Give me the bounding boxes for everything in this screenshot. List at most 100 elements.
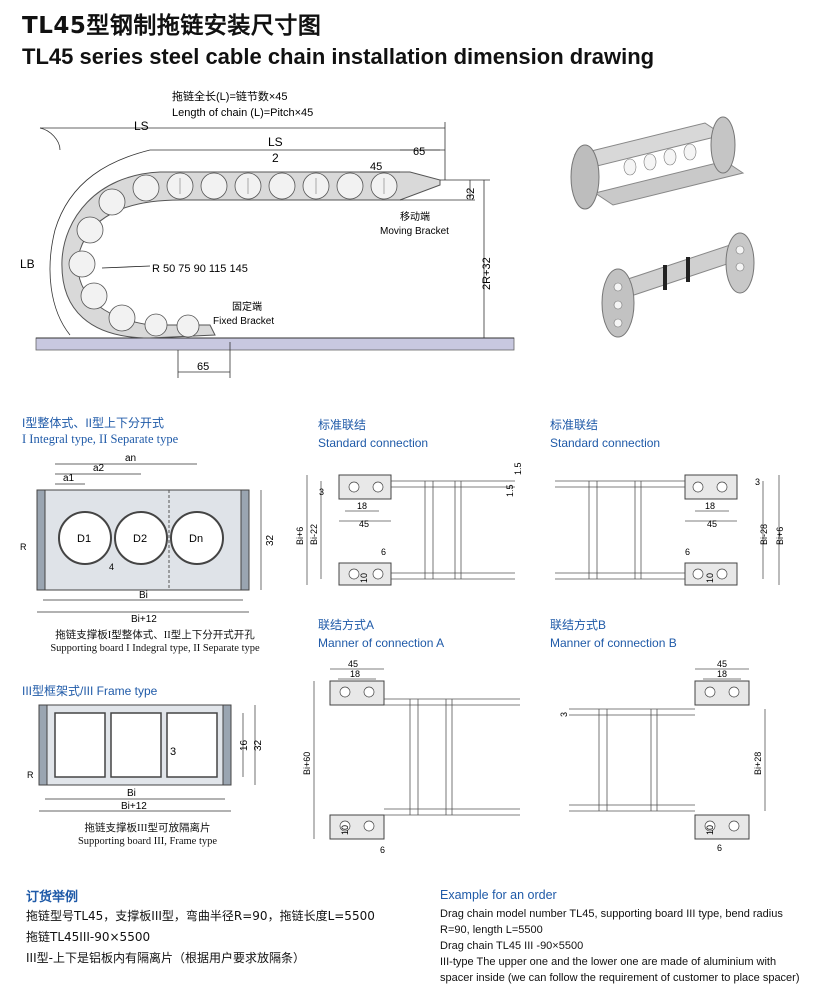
std1-title-en: Standard connection bbox=[318, 436, 429, 450]
section1-caption-cn: 拖链支撑板I型整体式、II型上下分开式开孔 bbox=[55, 630, 255, 641]
bracket-photo-top bbox=[570, 116, 745, 210]
integral-board-drawing: an a2 a1 D1 D2 Dn 4 R 32 Bi Bi+12 bbox=[20, 453, 276, 625]
order-cn-block: 拖链型号TL45，支撑板III型，弯曲半径R=90，拖链长度L=5500 拖链T… bbox=[26, 906, 426, 969]
dim-32-s1: 32 bbox=[265, 534, 276, 546]
std2-drawing: 3 18 45 Bi-28 Bi+6 6 10 bbox=[555, 474, 785, 586]
chain-installation-drawing: 拖链全长(L)=链节数×45 Length of chain (L)=Pitch… bbox=[20, 89, 515, 378]
std1-dim-1-5-a: 1.5 bbox=[513, 462, 523, 475]
order-en-line3: Drag chain TL45 III -90×5500 bbox=[440, 940, 584, 952]
section1-caption-en: Supporting board I Indegral type, II Sep… bbox=[50, 643, 260, 654]
conB-title-en: Manner of connection B bbox=[550, 636, 677, 650]
conB-title-cn: 联结方式B bbox=[550, 618, 607, 632]
ls-half-label: LS bbox=[268, 135, 283, 149]
std1-dim-45: 45 bbox=[359, 519, 369, 529]
std2-dim-10: 10 bbox=[705, 573, 715, 583]
order-en-title: Example for an order bbox=[440, 888, 557, 902]
std1-drawing: 3 1.5 1.5 18 45 Bi+6 Bi-22 6 10 bbox=[295, 462, 523, 586]
fixed-bracket-en: Fixed Bracket bbox=[213, 316, 274, 327]
floor-base bbox=[35, 337, 515, 351]
order-cn-line3: III型-上下是铝板内有隔离片（根据用户要求放隔条） bbox=[26, 951, 305, 965]
section2-caption-cn: 拖链支撑板III型可放隔离片 bbox=[84, 823, 211, 834]
lb-label: LB bbox=[20, 257, 35, 271]
conB-dim-45: 45 bbox=[717, 659, 727, 669]
std1-dim-3: 3 bbox=[319, 487, 324, 497]
conA-bi-plus60: Bi+60 bbox=[302, 752, 312, 775]
radius-leader bbox=[101, 265, 151, 269]
conB-dim-6: 6 bbox=[717, 843, 722, 853]
order-en-line1: Drag chain model number TL45, supporting… bbox=[440, 908, 783, 920]
std1-dim-6: 6 bbox=[381, 547, 386, 557]
hole-d2: D2 bbox=[133, 533, 147, 545]
std2-dim-3: 3 bbox=[755, 477, 760, 487]
dim-a2: a2 bbox=[93, 463, 105, 474]
section2-caption-en: Supporting board III, Frame type bbox=[77, 836, 218, 847]
dim-4: 4 bbox=[109, 562, 114, 572]
conA-dim-10: 10 bbox=[340, 825, 350, 835]
order-cn-line1: 拖链型号TL45，支撑板III型，弯曲半径R=90，拖链长度L=5500 bbox=[26, 909, 375, 923]
moving-bracket-en: Moving Bracket bbox=[380, 226, 449, 237]
dim-2r32: 2R+32 bbox=[481, 257, 493, 290]
hole-d1: D1 bbox=[77, 533, 91, 545]
conB-dim-10: 10 bbox=[705, 825, 715, 835]
order-cn-title: 订货举例 bbox=[26, 890, 79, 905]
dim-bi-s1: Bi bbox=[139, 590, 148, 601]
std2-dim-6: 6 bbox=[685, 547, 690, 557]
order-en-line2: R=90, length L=5500 bbox=[440, 924, 543, 936]
dim-16-frame: 16 bbox=[239, 739, 250, 751]
moving-bracket-cn: 移动端 bbox=[400, 210, 430, 223]
chain-links bbox=[68, 172, 398, 338]
dim-32-frame: 32 bbox=[253, 739, 264, 751]
dim-an: an bbox=[125, 453, 136, 464]
chain-body bbox=[61, 171, 441, 339]
std1-dim-10: 10 bbox=[359, 573, 369, 583]
conA-drawing: 45 18 Bi+60 10 6 bbox=[302, 659, 520, 855]
dim-r: R bbox=[20, 542, 27, 552]
dim-3-frame: 3 bbox=[170, 746, 176, 758]
page-title-cn: TL45型钢制拖链安装尺寸图 bbox=[22, 13, 322, 39]
std1-dim-1-5-b: 1.5 bbox=[505, 484, 515, 497]
dim-a1: a1 bbox=[63, 473, 75, 484]
page-title-en: TL45 series steel cable chain installati… bbox=[22, 44, 655, 69]
conB-dim-3: 3 bbox=[559, 712, 569, 717]
frame-board-drawing: 3 16 32 R Bi Bi+12 bbox=[27, 704, 264, 812]
conA-dim-18: 18 bbox=[350, 669, 360, 679]
std1-bi-plus6: Bi+6 bbox=[295, 527, 305, 545]
dim-45: 45 bbox=[370, 161, 382, 173]
dim-bi-frame: Bi bbox=[127, 788, 136, 799]
std2-title-en: Standard connection bbox=[550, 436, 661, 450]
section2-title: III型框架式/III Frame type bbox=[22, 684, 158, 698]
dim-bi12-s1: Bi+12 bbox=[131, 614, 157, 625]
ls-half-denominator: 2 bbox=[272, 151, 279, 165]
conA-title-cn: 联结方式A bbox=[318, 618, 375, 632]
dim-r-frame: R bbox=[27, 770, 34, 780]
ls-label: LS bbox=[134, 119, 149, 133]
section1-title-cn: I型整体式、II型上下分开式 bbox=[22, 416, 165, 430]
std1-title-cn: 标准联结 bbox=[318, 418, 367, 432]
conA-dim-6: 6 bbox=[380, 845, 385, 855]
std1-dim-18: 18 bbox=[357, 501, 367, 511]
dim-32: 32 bbox=[465, 188, 477, 200]
std1-bi-minus22: Bi-22 bbox=[309, 524, 319, 545]
fixed-bracket-cn: 固定端 bbox=[232, 300, 262, 313]
std2-title-cn: 标准联结 bbox=[550, 418, 599, 432]
conB-dim-18: 18 bbox=[717, 669, 727, 679]
bracket-photo-bottom bbox=[601, 232, 755, 338]
conB-drawing: 45 18 3 Bi+28 10 6 bbox=[559, 659, 766, 853]
section1-title-en: I Integral type, II Separate type bbox=[22, 432, 179, 446]
std2-bi-plus6: Bi+6 bbox=[775, 527, 785, 545]
hole-dn: Dn bbox=[189, 533, 203, 545]
order-cn-line2: 拖链TL45III-90×5500 bbox=[26, 930, 151, 944]
order-en-block: Drag chain model number TL45, supporting… bbox=[440, 906, 800, 986]
chain-length-en: Length of chain (L)=Pitch×45 bbox=[172, 107, 313, 119]
std2-bi-minus28: Bi-28 bbox=[759, 524, 769, 545]
dim-bi12-frame: Bi+12 bbox=[121, 801, 147, 812]
chain-length-cn: 拖链全长(L)=链节数×45 bbox=[172, 89, 288, 103]
conB-bi-plus28: Bi+28 bbox=[753, 752, 763, 775]
std2-dim-45: 45 bbox=[707, 519, 717, 529]
conA-title-en: Manner of connection A bbox=[318, 636, 445, 650]
order-en-line5: spacer inside (we can follow the require… bbox=[440, 972, 800, 984]
std2-dim-18: 18 bbox=[705, 501, 715, 511]
radius-values: R 50 75 90 115 145 bbox=[152, 263, 248, 275]
conA-dim-45: 45 bbox=[348, 659, 358, 669]
dim-65-bottom: 65 bbox=[197, 361, 209, 373]
